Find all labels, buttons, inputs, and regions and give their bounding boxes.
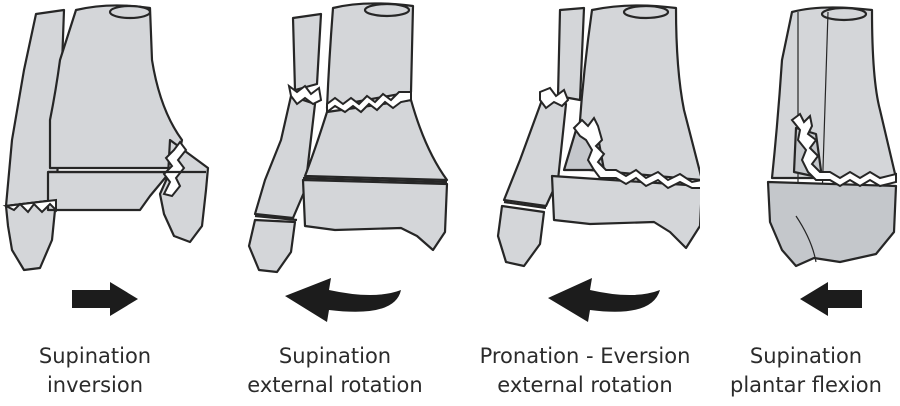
caption-1-line1: Supination bbox=[38, 344, 152, 368]
caption-2: Supination external rotation bbox=[235, 342, 435, 400]
caption-4-line1: Supination bbox=[749, 344, 863, 368]
ankle-illustration-1 bbox=[2, 4, 210, 316]
caption-2-line1: Supination bbox=[278, 344, 392, 368]
curved-arrow-left-icon bbox=[285, 278, 401, 322]
caption-1-line2: inversion bbox=[46, 373, 144, 397]
panel-supination-plantar-flexion: Supination plantar flexion bbox=[712, 0, 900, 406]
caption-3-line2: external rotation bbox=[497, 373, 673, 397]
arrow-right-icon bbox=[72, 282, 138, 316]
panel-supination-inversion: Supination inversion bbox=[0, 0, 225, 406]
caption-4: Supination plantar flexion bbox=[712, 342, 900, 400]
caption-3-line1: Pronation - Eversion bbox=[479, 344, 691, 368]
caption-2-line2: external rotation bbox=[247, 373, 423, 397]
caption-3: Pronation - Eversion external rotation bbox=[470, 342, 700, 400]
ankle-illustration-4 bbox=[766, 6, 898, 316]
curved-arrow-left-icon bbox=[548, 278, 660, 322]
caption-4-line2: plantar flexion bbox=[730, 373, 882, 397]
arrow-left-icon bbox=[800, 282, 862, 316]
ankle-illustration-3 bbox=[496, 4, 700, 322]
panel-supination-external-rotation: Supination external rotation bbox=[225, 0, 450, 406]
caption-1: Supination inversion bbox=[0, 342, 190, 400]
panel-pronation-eversion-external-rotation: Pronation - Eversion external rotation bbox=[470, 0, 700, 406]
ankle-illustration-2 bbox=[247, 2, 449, 322]
